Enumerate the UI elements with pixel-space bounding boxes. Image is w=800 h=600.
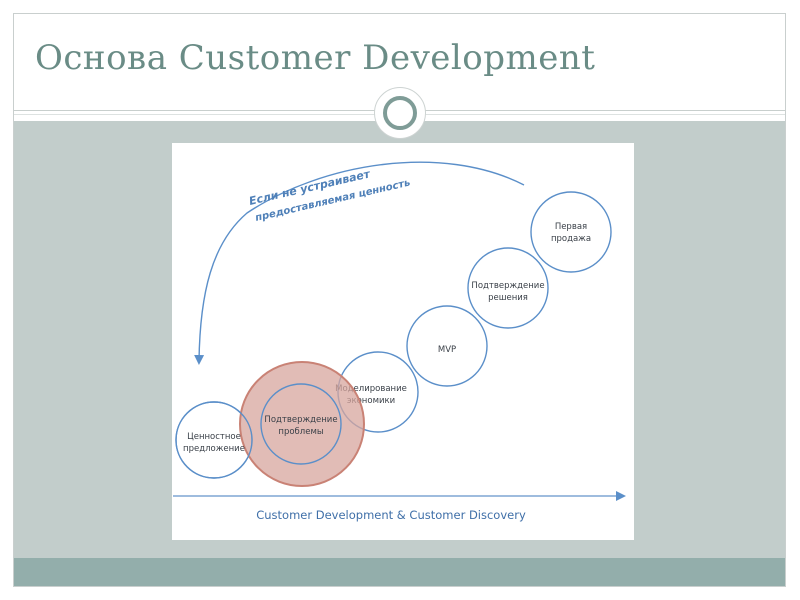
stage-problem-validation-line2: проблемы (278, 427, 323, 437)
stage-value-proposition-line1: Ценностное (187, 432, 241, 442)
stage-solution-validation-line1: Подтверждение (471, 281, 544, 291)
stage-circle-solution-validation (467, 247, 549, 329)
slide-title: Основа Customer Development (35, 38, 596, 78)
stage-circle-first-sale (530, 191, 612, 273)
stage-problem-validation-line1: Подтверждение (264, 415, 337, 425)
feedback-loop-arrow (194, 161, 525, 365)
stage-economics-modeling-line1: Моделирование (335, 384, 407, 394)
stage-value-proposition-line2: предложение (183, 444, 245, 454)
axis-label: Customer Development & Customer Discover… (256, 508, 526, 522)
stage-circle-value-proposition-overlap (175, 401, 253, 479)
stage-solution-validation-line2: решения (488, 293, 528, 303)
stage-circle-problem-validation (260, 383, 342, 465)
stage-circle-mvp (406, 305, 488, 387)
ring-ornament-inner (383, 96, 417, 130)
customer-development-diagram: Если не устраивает предоставляемая ценно… (172, 143, 634, 540)
ring-ornament (374, 87, 426, 139)
footer-band (14, 558, 785, 586)
stage-first-sale-line2: продажа (551, 234, 591, 244)
stage-first-sale-line1: Первая (555, 222, 587, 232)
stage-mvp-label: MVP (438, 345, 456, 355)
stage-economics-modeling-line2: экономики (347, 396, 395, 406)
highlight-disk-problem-validation (239, 361, 365, 487)
diagram-canvas: Если не устраивает предоставляемая ценно… (173, 161, 626, 522)
